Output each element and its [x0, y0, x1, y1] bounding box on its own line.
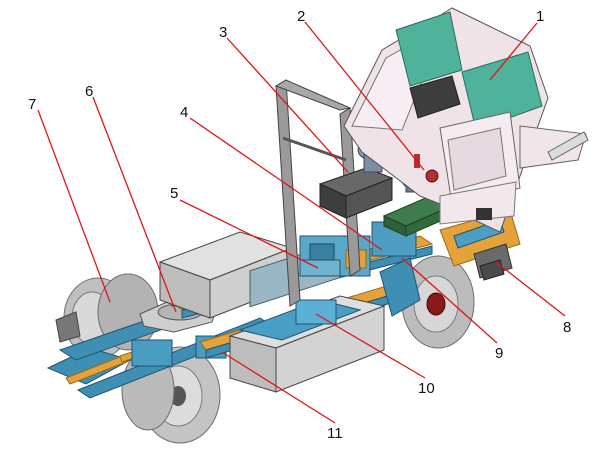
- leader-line-11: [221, 351, 336, 424]
- tilted-cab: [343, 7, 589, 233]
- lower-tank-box: [228, 295, 386, 393]
- callout-3: 3: [219, 24, 227, 41]
- callout-2: 2: [297, 8, 305, 25]
- callout-7: 7: [28, 96, 36, 113]
- callout-6: 6: [85, 83, 93, 100]
- callout-4: 4: [180, 104, 188, 121]
- callout-10: 10: [418, 380, 435, 397]
- rear-upright-frame: [274, 79, 361, 307]
- leader-line-9: [401, 257, 498, 344]
- leader-line-10: [315, 313, 426, 379]
- leader-line-1: [489, 22, 538, 81]
- callout-8: 8: [563, 319, 571, 336]
- callout-11: 11: [327, 425, 343, 442]
- leader-line-7: [37, 109, 111, 303]
- leader-line-2: [304, 21, 425, 171]
- leader-line-6: [92, 96, 177, 313]
- callout-9: 9: [495, 345, 503, 362]
- electronics-unit: [318, 167, 394, 219]
- leader-lines: [37, 21, 566, 424]
- callout-1: 1: [536, 8, 544, 25]
- callout-numbers: 1 2 3 4 5 6 7 8 9 10 11: [28, 8, 571, 442]
- leader-line-4: [189, 117, 383, 251]
- front-tire: [379, 255, 475, 349]
- callout-5: 5: [170, 185, 178, 202]
- leader-line-3: [226, 37, 349, 173]
- cab-step: [473, 243, 513, 281]
- leader-line-5: [179, 199, 319, 269]
- leader-line-8: [495, 261, 566, 317]
